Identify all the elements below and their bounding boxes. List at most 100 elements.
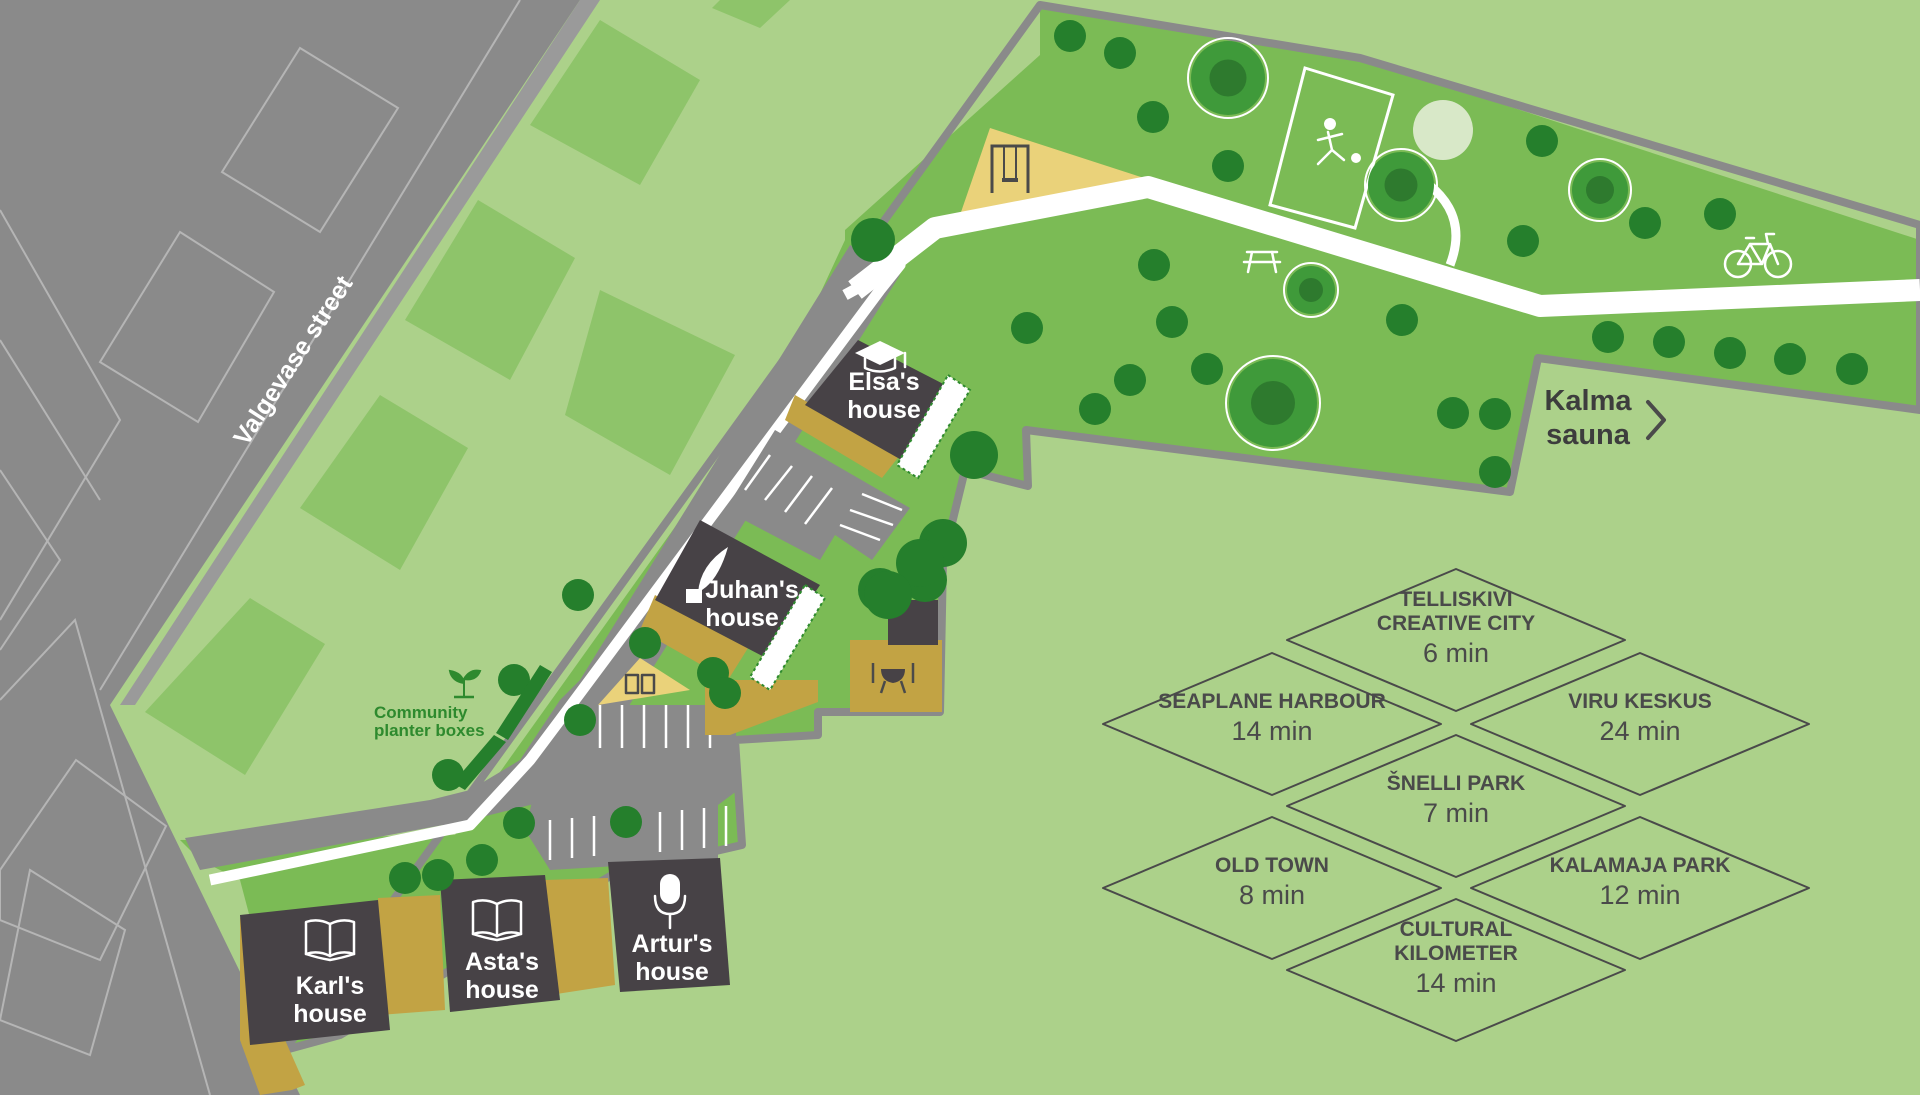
destination-name: TELLISKIVI <box>1399 588 1512 611</box>
large-tree-core <box>1251 381 1295 425</box>
house-label-karl[interactable]: Karl's house <box>293 972 367 1028</box>
tree <box>1774 343 1806 375</box>
destination-diamond <box>1102 816 1442 960</box>
large-tree-core <box>1586 176 1614 204</box>
destination-diamond <box>1286 898 1626 1042</box>
destination-name: KILOMETER <box>1394 942 1518 965</box>
destination-time: 6 min <box>1423 638 1489 668</box>
tree <box>1212 150 1244 182</box>
house-label-line2: house <box>847 396 921 424</box>
tree <box>1526 125 1558 157</box>
sauna-label-line2: sauna <box>1546 419 1631 451</box>
destination-time: 7 min <box>1423 798 1489 828</box>
destination-name: KALAMAJA PARK <box>1550 854 1731 877</box>
house-label-line1: Juhan's <box>705 576 798 604</box>
picnic-table-icon <box>1242 250 1282 274</box>
tree <box>1714 337 1746 369</box>
destination-time: 12 min <box>1599 880 1680 910</box>
destination-diamond <box>1286 568 1626 712</box>
barbecue-grill-icon <box>871 663 915 694</box>
destination-name: ŠNELLI PARK <box>1387 771 1525 795</box>
tree <box>896 539 944 587</box>
tree <box>1079 393 1111 425</box>
destination-tile[interactable]: KALAMAJA PARK 12 min <box>1470 816 1810 960</box>
house-label-elsa[interactable]: Elsa's house <box>847 368 921 424</box>
tree <box>1592 321 1624 353</box>
tree <box>422 859 454 891</box>
house-label-artur[interactable]: Artur's house <box>632 930 713 986</box>
house-label-line1: Artur's <box>632 930 713 958</box>
play-areas <box>598 128 1150 705</box>
kalma-sauna-label[interactable]: Kalma sauna <box>1544 385 1632 451</box>
tree <box>466 844 498 876</box>
large-tree-ring <box>1364 148 1438 222</box>
tree <box>851 218 895 262</box>
destination-diamond <box>1470 652 1810 796</box>
large-tree-core <box>1299 278 1323 302</box>
large-tree-ring <box>1225 355 1321 451</box>
destination-diamond <box>1470 816 1810 960</box>
parking-lots <box>525 430 910 870</box>
tree <box>498 664 530 696</box>
community-label-line2: planter boxes <box>374 721 485 740</box>
house-label-line2: house <box>705 604 779 632</box>
microphone-icon <box>653 874 687 930</box>
destination-time: 14 min <box>1415 968 1496 998</box>
destination-name: SEAPLANE HARBOUR <box>1158 690 1386 713</box>
destination-tile[interactable]: ŠNELLI PARK 7 min <box>1286 734 1626 878</box>
tree <box>1054 20 1086 52</box>
sauna-label-line1: Kalma <box>1544 385 1632 417</box>
large-tree-ring <box>1187 37 1269 119</box>
tree <box>1437 397 1469 429</box>
open-book-icon <box>304 919 356 962</box>
house-label-line2: house <box>635 958 709 986</box>
house-label-asta[interactable]: Asta's house <box>465 948 539 1004</box>
tree <box>1386 304 1418 336</box>
tree <box>389 862 421 894</box>
tree <box>1104 37 1136 69</box>
tree <box>503 807 535 839</box>
street-area <box>0 0 600 1095</box>
football-player-icon <box>1316 118 1361 166</box>
tree <box>1137 101 1169 133</box>
large-tree-ring <box>1283 262 1339 318</box>
tree <box>1191 353 1223 385</box>
destination-time: 8 min <box>1239 880 1305 910</box>
terraces <box>748 373 972 692</box>
tree <box>564 704 596 736</box>
tree <box>864 571 912 619</box>
tree <box>629 627 661 659</box>
tree <box>1836 353 1868 385</box>
park-path <box>848 176 1920 317</box>
tree <box>1704 198 1736 230</box>
tree <box>1479 398 1511 430</box>
quill-ink-icon <box>686 547 728 603</box>
large-tree-core <box>1384 168 1418 202</box>
house-label-juhan[interactable]: Juhan's house <box>705 576 799 632</box>
house-label-line1: Asta's <box>465 948 539 976</box>
house-label-line2: house <box>293 1000 367 1028</box>
destination-diamond <box>1102 652 1442 796</box>
tree <box>1507 225 1539 257</box>
large-tree-core <box>1209 59 1247 97</box>
tree <box>1629 207 1661 239</box>
destination-name: OLD TOWN <box>1215 854 1329 877</box>
destination-tile[interactable]: OLD TOWN 8 min <box>1102 816 1442 960</box>
destination-diamond <box>1286 734 1626 878</box>
chevron-right-icon[interactable] <box>1646 400 1666 440</box>
tree <box>1114 364 1146 396</box>
planter-boxes <box>453 665 552 790</box>
destination-time: 24 min <box>1599 716 1680 746</box>
tree <box>610 806 642 838</box>
lawn-plots <box>145 0 790 775</box>
park-bench-area <box>1413 100 1473 160</box>
community-label-line1: Community <box>374 703 468 722</box>
tree <box>1479 456 1511 488</box>
bicycle-icon <box>1723 232 1793 279</box>
